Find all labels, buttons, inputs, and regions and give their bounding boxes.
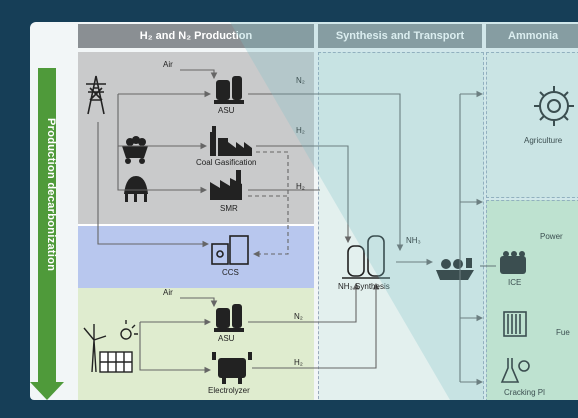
coal-gasification-icon	[210, 126, 252, 156]
smr-factory-icon	[210, 170, 242, 200]
cracking-plant-icon	[500, 358, 530, 383]
ice-engine-icon	[500, 251, 526, 274]
fossil-production-zone	[78, 52, 314, 224]
flow-diagram	[83, 69, 574, 386]
renewables-icon	[83, 320, 138, 373]
ccs-storage-icon	[211, 235, 249, 265]
ammonia-use-zone-bottom	[486, 200, 578, 400]
asu-label-bottom: ASU	[218, 334, 235, 343]
asu-top-icon	[214, 76, 244, 104]
air-label-top: Air	[163, 60, 173, 69]
fuel-label: Fue	[556, 328, 570, 337]
header-synthesis: Synthesis and Transport	[318, 24, 482, 48]
ccs-label: CCS	[222, 268, 239, 277]
cracking-label: Cracking Pl	[504, 388, 545, 397]
production-decarbonization-arrow	[38, 68, 56, 388]
ammonia-use-zone-top	[486, 52, 578, 198]
coal-gasification-label: Coal Gasification	[196, 158, 257, 167]
h2-flow-label-bottom: H₂	[294, 358, 303, 367]
gas-tank-icon	[124, 176, 148, 202]
agriculture-gear-icon	[534, 86, 574, 126]
power-pylon-icon	[86, 75, 106, 115]
fuel-cell-icon	[503, 311, 527, 337]
synthesis-transport-zone	[318, 52, 484, 400]
h2-flow-label-coal: H₂	[296, 126, 305, 135]
coal-cart-icon	[122, 136, 148, 164]
side-label: Production decarbonization	[45, 118, 57, 272]
power-label: Power	[540, 232, 563, 241]
electrolyzer-icon	[212, 352, 252, 384]
nh3-flow-label: NH₃	[406, 236, 421, 245]
asu-label-top: ASU	[218, 106, 235, 115]
connectors	[97, 69, 496, 386]
agriculture-label: Agriculture	[524, 136, 563, 145]
n2-flow-label-bottom: N₂	[294, 312, 303, 321]
h2-flow-label-smr: H₂	[296, 182, 305, 191]
side-arrowhead	[30, 382, 64, 400]
header-production: H₂ and N₂ Production	[78, 24, 314, 48]
nh3-synthesis-icon	[342, 235, 390, 279]
arrowhead	[30, 382, 64, 400]
diagram-panel: H₂ and N₂ Production Synthesis and Trans…	[30, 22, 578, 400]
air-label-bottom: Air	[163, 288, 173, 297]
electrolyzer-label: Electrolyzer	[208, 386, 250, 395]
ccs-zone	[78, 224, 314, 288]
asu-bottom-icon	[214, 304, 244, 332]
green-production-zone	[78, 288, 314, 400]
nh3-synthesis-label: NH₃ Synthesis	[338, 282, 390, 291]
header-ammonia: Ammonia	[486, 24, 578, 48]
n2-flow-label-top: N₂	[296, 76, 305, 85]
ice-label: ICE	[508, 278, 522, 287]
smr-label: SMR	[220, 204, 238, 213]
tanker-ship-icon	[436, 258, 474, 280]
